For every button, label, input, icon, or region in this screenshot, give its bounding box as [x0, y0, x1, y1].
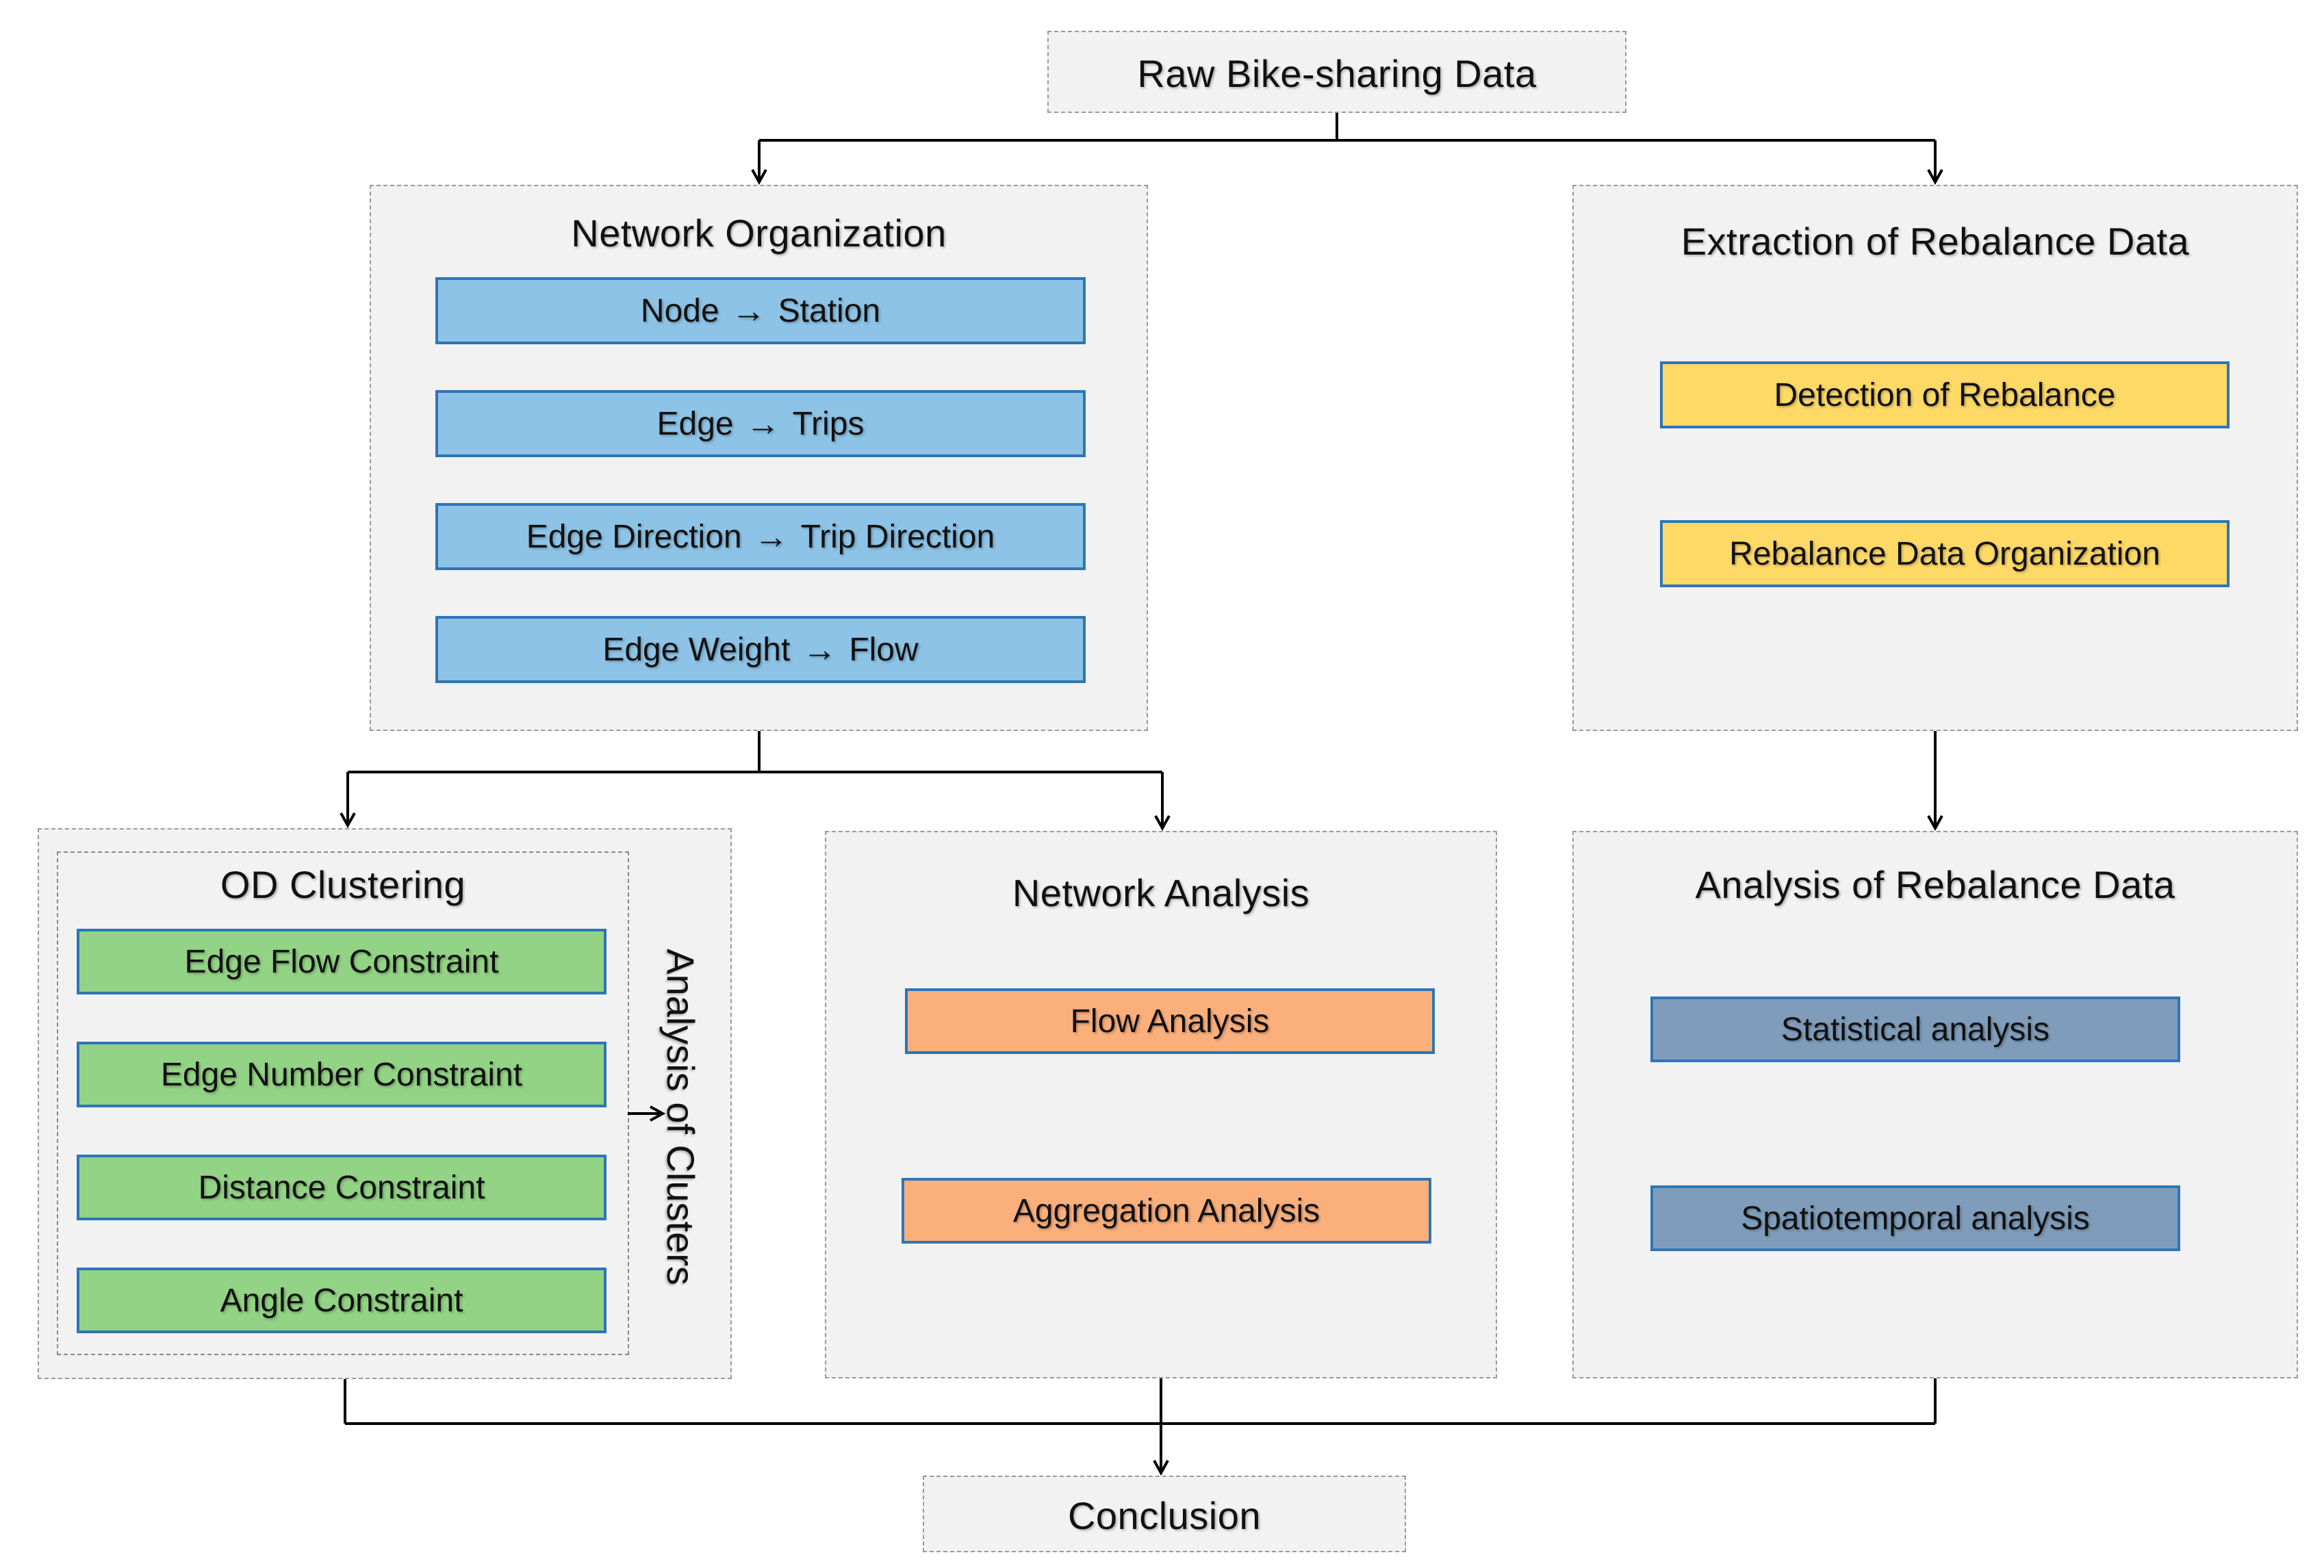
od-clustering-panel: OD Clustering Edge Flow Constraint Edge …	[38, 828, 732, 1379]
network-analysis-title: Network Analysis	[1012, 871, 1310, 914]
od-clustering-inner-frame	[57, 851, 629, 1355]
trips-label: Trips	[792, 405, 865, 442]
network-organization-title: Network Organization	[571, 211, 947, 255]
station-label: Station	[778, 292, 881, 329]
conclusion-box: Conclusion	[923, 1476, 1406, 1552]
edge-number-constraint-box: Edge Number Constraint	[77, 1042, 606, 1107]
conclusion-label: Conclusion	[1067, 1494, 1262, 1537]
edge-flow-constraint-box: Edge Flow Constraint	[77, 929, 606, 994]
raw-data-box: Raw Bike-sharing Data	[1047, 31, 1626, 113]
raw-data-label: Raw Bike-sharing Data	[1137, 52, 1537, 95]
right-arrow-icon: →	[731, 292, 766, 330]
detection-of-rebalance-box: Detection of Rebalance	[1660, 361, 2230, 428]
edge-label: Edge	[656, 405, 734, 442]
trip-direction-label: Trip Direction	[800, 518, 995, 555]
network-analysis-panel: Network Analysis Flow Analysis Aggregati…	[825, 831, 1497, 1378]
network-organization-panel: Network Organization Node → Station Edge…	[370, 185, 1148, 731]
right-arrow-icon: →	[754, 517, 789, 556]
statistical-analysis-box: Statistical analysis	[1650, 997, 2180, 1062]
node-label: Node	[640, 292, 719, 329]
edge-direction-box: Edge Direction → Trip Direction	[435, 503, 1086, 570]
flow-analysis-box: Flow Analysis	[905, 988, 1435, 1054]
edge-weight-box: Edge Weight → Flow	[435, 616, 1086, 683]
edge-trips-box: Edge → Trips	[435, 390, 1086, 457]
angle-constraint-box: Angle Constraint	[77, 1268, 606, 1333]
rebalance-data-organization-box: Rebalance Data Organization	[1660, 520, 2230, 587]
edge-direction-label: Edge Direction	[526, 518, 742, 555]
right-arrow-icon: →	[802, 630, 837, 669]
spatiotemporal-analysis-box: Spatiotemporal analysis	[1650, 1185, 2180, 1251]
edge-weight-label: Edge Weight	[602, 631, 791, 668]
od-clustering-title: OD Clustering	[220, 863, 466, 906]
flow-label: Flow	[849, 631, 919, 668]
right-arrow-icon: →	[745, 404, 780, 443]
rebalance-analysis-panel: Analysis of Rebalance Data Statistical a…	[1572, 831, 2298, 1378]
rebalance-analysis-title: Analysis of Rebalance Data	[1695, 863, 2175, 906]
extraction-panel: Extraction of Rebalance Data Detection o…	[1572, 185, 2298, 731]
aggregation-analysis-box: Aggregation Analysis	[902, 1178, 1431, 1244]
distance-constraint-box: Distance Constraint	[77, 1155, 606, 1220]
node-station-box: Node → Station	[435, 277, 1086, 344]
extraction-title: Extraction of Rebalance Data	[1681, 220, 2190, 263]
